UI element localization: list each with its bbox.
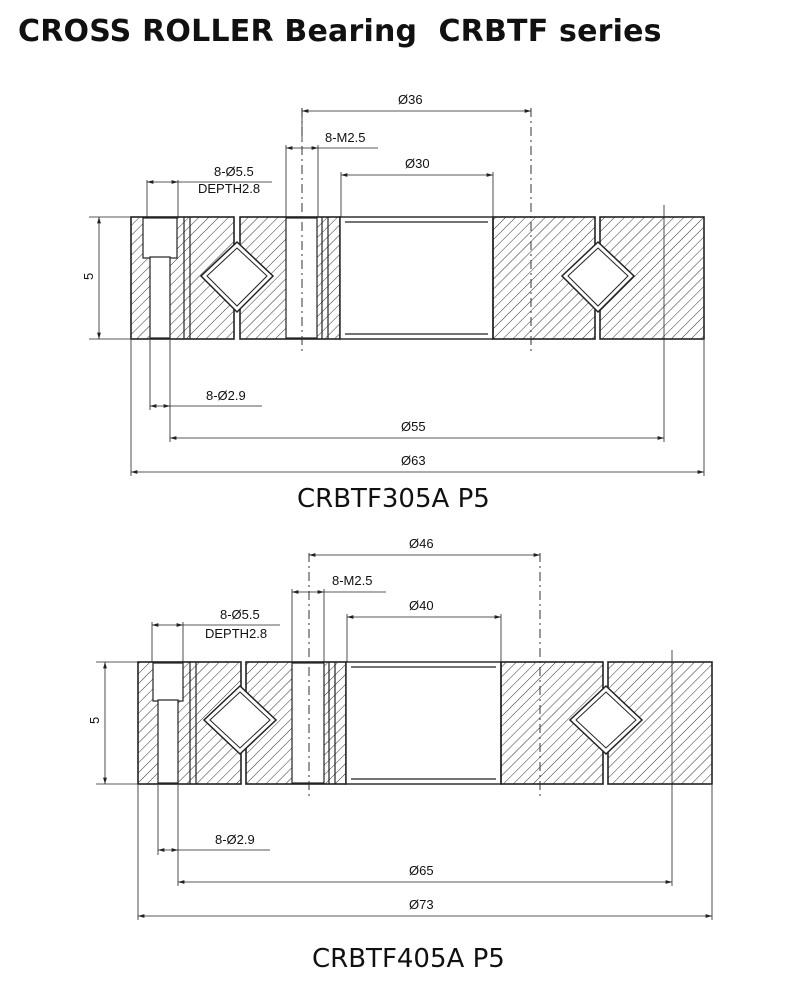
dim-label-depth: DEPTH2.8 — [198, 181, 260, 196]
dim-label-counterbore: 8-Ø5.5 — [220, 607, 260, 622]
dim-label-tap: 8-M2.5 — [325, 130, 365, 145]
dim-label-tap: 8-M2.5 — [332, 573, 372, 588]
roller-right — [560, 240, 636, 314]
dim-label-outer: Ø73 — [409, 897, 434, 912]
dim-label-pcd: Ø55 — [401, 419, 426, 434]
dim-label-through-hole: 8-Ø2.9 — [215, 832, 255, 847]
model-caption-2: CRBTF405A P5 — [312, 944, 505, 974]
bore-opening — [339, 216, 494, 340]
dim-label-flange: Ø46 — [409, 536, 434, 551]
dim-label-through-hole: 8-Ø2.9 — [206, 388, 246, 403]
dim-label-bore: Ø30 — [405, 156, 430, 171]
dim-label-depth: DEPTH2.8 — [205, 626, 267, 641]
dim-label-pcd: Ø65 — [409, 863, 434, 878]
dim-label-bore: Ø40 — [409, 598, 434, 613]
dim-label-flange: Ø36 — [398, 92, 423, 107]
roller-left — [199, 240, 275, 314]
dim-label-outer: Ø63 — [401, 453, 426, 468]
model-caption-1: CRBTF305A P5 — [297, 484, 490, 514]
page-title: CROSS ROLLER Bearing CRBTF series — [18, 14, 662, 49]
bore-opening — [345, 661, 502, 785]
drawing-crbtf305a: Ø36 8-M2.5 Ø30 8-Ø5.5 DEPTH2.8 5 8-Ø2.9 … — [81, 92, 705, 476]
roller-left — [202, 684, 278, 756]
dim-label-counterbore: 8-Ø5.5 — [214, 164, 254, 179]
roller-right — [568, 684, 644, 756]
bearing-section-left-outer — [137, 661, 242, 785]
dim-label-height: 5 — [87, 717, 102, 724]
drawing-crbtf405a: Ø46 8-M2.5 Ø40 8-Ø5.5 DEPTH2.8 5 8-Ø2.9 … — [87, 536, 713, 920]
dim-label-height: 5 — [81, 273, 96, 280]
